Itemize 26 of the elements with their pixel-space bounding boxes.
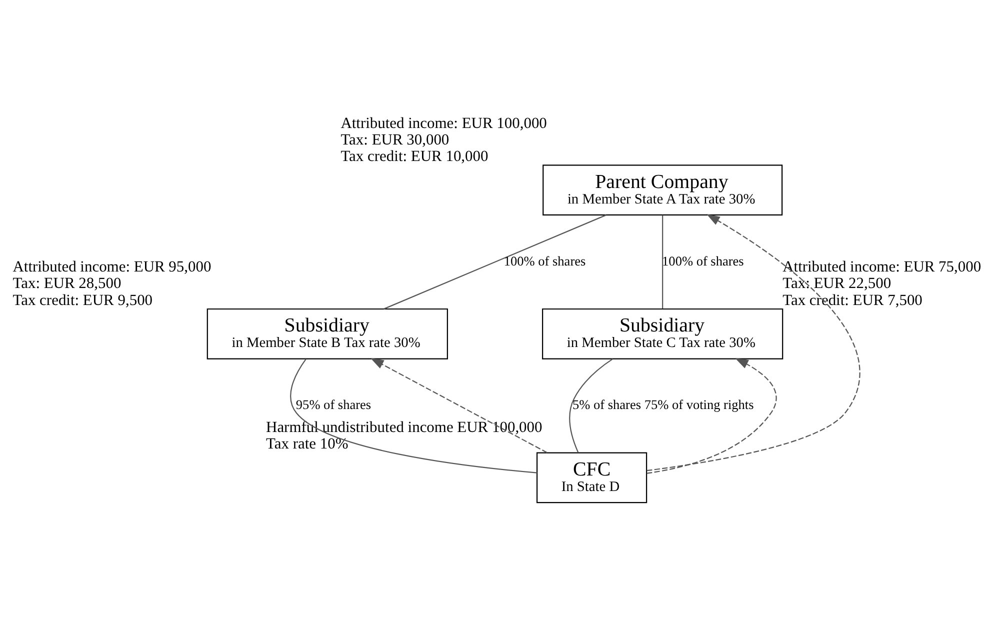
node-label: Tax rate 10% xyxy=(266,436,348,453)
node-label: Harmful undistributed income EUR 100,000 xyxy=(266,419,542,436)
node-label: Tax: EUR 28,500 xyxy=(12,275,122,292)
edge-label: 95% of shares xyxy=(296,397,372,412)
connector xyxy=(384,214,606,310)
connector xyxy=(290,358,538,474)
node-box: Subsidiary in Member State B Tax rate 30% xyxy=(206,308,448,360)
node-box: Parent Company in Member State A Tax rate 30% xyxy=(542,164,783,216)
arrow xyxy=(370,358,548,454)
node-label: Tax credit: EUR 9,500 xyxy=(12,292,153,309)
node-label: Tax: EUR 30,000 xyxy=(340,131,450,148)
connector xyxy=(662,215,664,309)
node-label: Attributed income: EUR 100,000 xyxy=(340,114,547,132)
node-label: Attributed income: EUR 95,000 xyxy=(12,258,212,276)
node-box: CFC In State D xyxy=(536,452,648,504)
node-label: Tax credit: EUR 10,000 xyxy=(340,148,488,165)
edge-label: 100% of shares xyxy=(504,253,586,268)
node-box: Subsidiary in Member State C Tax rate 30% xyxy=(542,308,784,360)
node-label: Attributed income: EUR 75,000 xyxy=(782,258,982,276)
arrow xyxy=(646,214,860,472)
arrow xyxy=(646,358,777,474)
connector xyxy=(569,358,614,453)
node-label: Tax credit: EUR 7,500 xyxy=(782,292,922,309)
edge-label: 5% of shares 75% of voting rights xyxy=(572,397,754,412)
node-label: Tax: EUR 22,500 xyxy=(782,275,892,292)
edge-label: 100% of shares xyxy=(662,253,744,268)
